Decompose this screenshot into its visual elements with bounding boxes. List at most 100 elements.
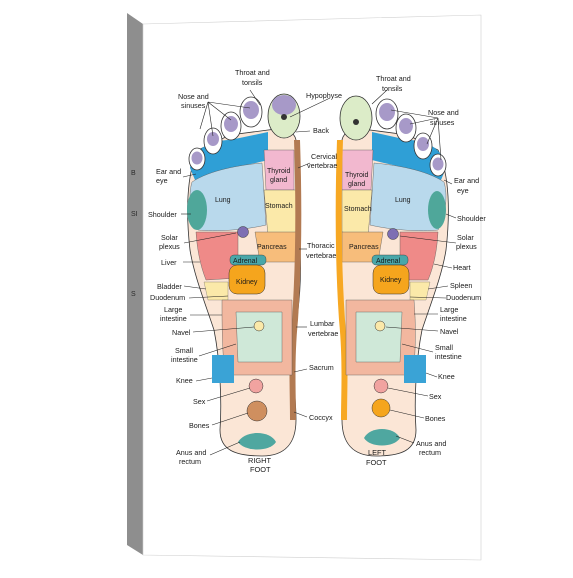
- leader-throat-left: [371, 89, 388, 105]
- label-left-ear-2: eye: [457, 186, 469, 195]
- canvas-edge-mark: B: [131, 170, 136, 177]
- leader-bones-right: [211, 412, 249, 426]
- label-left-solar-1: Solar: [457, 233, 474, 242]
- label-left-anus-2: rectum: [419, 448, 441, 457]
- left-small-intestine-zone: [355, 311, 403, 363]
- label-right-duodenum: Duodenum: [150, 293, 185, 302]
- right-navel-point: [253, 320, 265, 332]
- label-right-cervical-1: Cervical: [311, 152, 337, 161]
- left-thyroid-label-2: gland: [348, 181, 365, 188]
- leader-ear-right: [182, 173, 197, 178]
- right-toes: [188, 93, 301, 171]
- right-throat-tonsils-zone: [272, 95, 296, 115]
- left-anus-zone: [364, 429, 400, 446]
- right-pancreas-label: Pancreas: [257, 244, 287, 251]
- left-sex-point: [373, 378, 389, 394]
- left-shoulder-zone: [428, 191, 446, 229]
- label-left-spleen: Spleen: [450, 281, 472, 290]
- leader-cervical-right: [297, 162, 311, 169]
- leader-shoulder-left: [445, 213, 457, 219]
- label-left-large-2: intestine: [440, 314, 467, 323]
- right-adrenal-label: Adrenal: [233, 258, 258, 265]
- right-toe-4-sinus: [207, 132, 219, 146]
- label-right-anus-1: Anus and: [176, 448, 206, 457]
- left-foot-title-2: FOOT: [366, 458, 387, 467]
- left-toe-3-sinus: [399, 118, 413, 134]
- leader-solar-left: [399, 235, 457, 244]
- leader-back-right: [295, 130, 311, 133]
- label-right-sex: Sex: [193, 397, 206, 406]
- label-right-solar-1: Solar: [161, 233, 178, 242]
- label-right-thoracic-1: Thoracic: [307, 241, 335, 250]
- label-left-nose-2: sinuses: [430, 118, 455, 127]
- right-knee-zone: [212, 355, 234, 383]
- leader-ear-left: [443, 179, 453, 185]
- label-right-large-1: Large: [164, 305, 182, 314]
- label-right-knee: Knee: [176, 376, 193, 385]
- right-spine-zone: [289, 140, 302, 420]
- left-knee-zone: [404, 355, 426, 383]
- right-stomach-label: Stomach: [265, 203, 293, 210]
- left-foot: Lung Thyroid gland Stomach Pancreas Adre…: [335, 95, 449, 467]
- label-right-throat-1: Throat and: [235, 68, 270, 77]
- label-right-lumbar-2: vertebrae: [308, 329, 338, 338]
- left-kidney-zone: [372, 264, 410, 295]
- label-right-nose-1: Nose and: [178, 92, 209, 101]
- left-lung-label: Lung: [395, 197, 411, 204]
- label-left-small-2: intestine: [435, 352, 462, 361]
- label-right-coccyx: Coccyx: [309, 413, 333, 422]
- right-lung-label: Lung: [215, 197, 231, 204]
- leader-duodenum-left: [409, 296, 447, 299]
- leader-hypophyse-right: [289, 97, 331, 118]
- right-toe-2-sinus: [243, 101, 259, 119]
- right-sex-point: [248, 378, 264, 394]
- left-toes: [339, 95, 447, 177]
- label-left-anus-1: Anus and: [416, 439, 446, 448]
- leader-navel-left: [385, 326, 439, 332]
- right-foot-labels: Throat and tonsils Nose and sinuses Hypo…: [148, 68, 342, 466]
- leader-spleen-left: [427, 285, 449, 290]
- right-foot-title-1: RIGHT: [248, 456, 271, 465]
- label-right-nose-2: sinuses: [181, 101, 206, 110]
- right-thyroid-label-1: Thyroid: [267, 168, 290, 175]
- left-adrenal-label: Adrenal: [376, 258, 401, 265]
- label-left-large-1: Large: [440, 305, 458, 314]
- left-foot-labels: Throat and tonsils Nose and sinuses Ear …: [376, 74, 486, 457]
- label-right-sacrum: Sacrum: [309, 363, 334, 372]
- left-solar-plexus-point: [387, 228, 399, 240]
- label-right-ear-1: Ear and: [156, 167, 181, 176]
- leader-duodenum-right: [188, 295, 229, 299]
- label-left-throat-2: tonsils: [382, 84, 403, 93]
- leader-sacrum-right: [293, 368, 308, 373]
- right-toe-5-sinus: [191, 151, 203, 165]
- canvas-side-edge: [127, 13, 143, 555]
- left-spine-zone: [335, 140, 348, 420]
- label-right-shoulder: Shoulder: [148, 210, 177, 219]
- right-kidney-label: Kidney: [236, 279, 258, 286]
- right-kidney-zone: [228, 264, 266, 295]
- label-left-nose-1: Nose and: [428, 108, 459, 117]
- label-right-small-1: Small: [175, 346, 193, 355]
- leader-anus-right: [209, 441, 241, 456]
- label-left-sex: Sex: [429, 392, 442, 401]
- leader-lines: [181, 89, 457, 456]
- label-right-bladder: Bladder: [157, 282, 182, 291]
- left-thyroid-label-1: Thyroid: [345, 172, 368, 179]
- left-kidney-label: Kidney: [380, 277, 402, 284]
- leader-sex-right: [206, 387, 251, 402]
- leader-navel-right: [192, 326, 255, 333]
- label-right-thoracic-2: vertebrae: [306, 251, 336, 260]
- left-pancreas-label: Pancreas: [349, 244, 379, 251]
- left-foot-title-1: LEFT: [368, 448, 387, 457]
- label-right-bones: Bones: [189, 421, 210, 430]
- right-hypophyse-point: [281, 114, 287, 120]
- right-shoulder-zone: [187, 190, 207, 230]
- leader-bladder-right: [183, 285, 207, 290]
- label-right-liver: Liver: [161, 258, 177, 267]
- right-solar-plexus-point: [237, 226, 249, 238]
- left-toe-2-sinus: [379, 103, 395, 121]
- leader-heart-left: [433, 263, 453, 269]
- label-right-back: Back: [313, 126, 329, 135]
- right-stomach-zone: [263, 189, 297, 237]
